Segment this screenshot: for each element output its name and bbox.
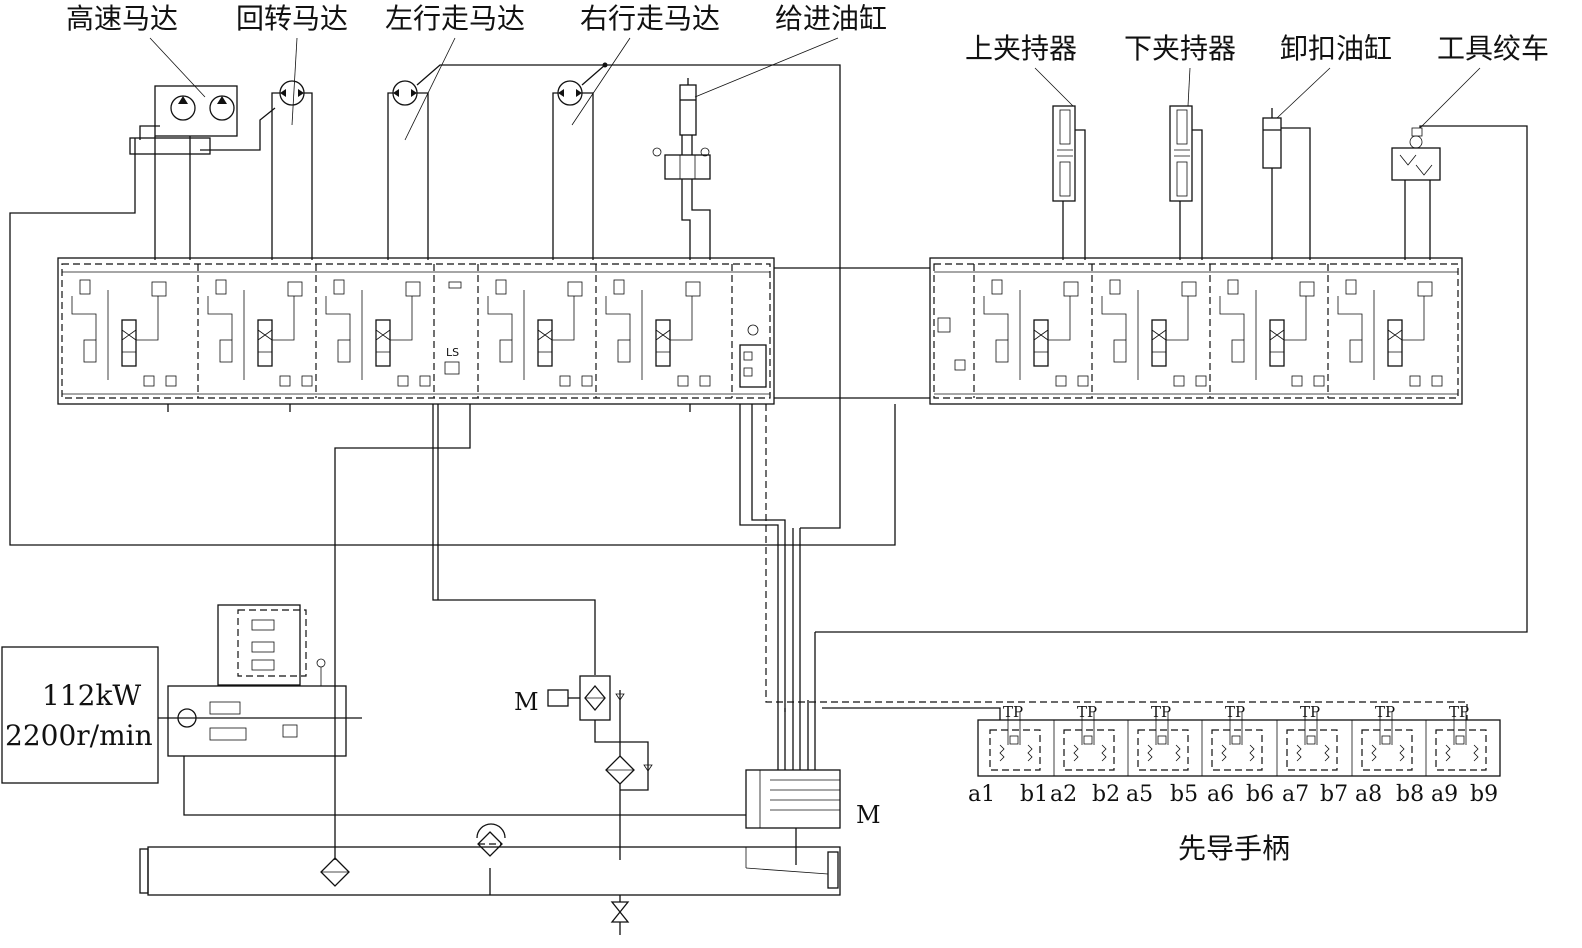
pilot-handle-cell: TP xyxy=(1361,703,1413,771)
engine-speed-label: 2200r/min xyxy=(5,719,153,752)
label-high-speed-motor: 高速马达 xyxy=(66,2,178,35)
pump-assembly xyxy=(158,604,746,816)
rotary-motor-symbol xyxy=(271,80,313,260)
lower-clamp-symbol xyxy=(1169,105,1203,260)
label-tool-winch: 工具绞车 xyxy=(1437,32,1549,65)
label-breakout-cylinder: 卸扣油缸 xyxy=(1280,32,1392,65)
pilot-handle-cell: TP xyxy=(1435,703,1487,771)
oil-tank xyxy=(139,823,841,935)
pilot-handle-cell: TP xyxy=(989,703,1041,771)
pilot-tp-label: TP xyxy=(1151,703,1171,721)
pilot-tp-label: TP xyxy=(1003,703,1023,721)
right-valve-bank xyxy=(929,257,1463,405)
left-valve-section xyxy=(487,279,593,387)
pilot-port-b1: b1 xyxy=(1020,782,1048,807)
pilot-tp-label: TP xyxy=(1077,703,1097,721)
pilot-port-a5: a5 xyxy=(1126,782,1153,807)
right-travel-motor-symbol xyxy=(552,62,608,260)
tool-winch-symbol xyxy=(815,125,1528,633)
pilot-tp-label: TP xyxy=(1375,703,1395,721)
main-piping xyxy=(9,138,1468,860)
left-valve-section xyxy=(207,279,313,387)
engine-power-label: 112kW xyxy=(42,679,141,712)
pilot-port-b5: b5 xyxy=(1170,782,1198,807)
high-speed-motor-symbol xyxy=(129,85,276,260)
pilot-port-b7: b7 xyxy=(1320,782,1348,807)
label-lower-clamp: 下夹持器 xyxy=(1124,32,1236,65)
right-valve-section xyxy=(1219,279,1325,387)
right-valve-section xyxy=(1337,279,1443,387)
upper-clamp-symbol xyxy=(1052,105,1086,260)
pilot-tp-label: TP xyxy=(1225,703,1245,721)
label-rotary-motor: 回转马达 xyxy=(236,2,348,35)
left-valve-bank xyxy=(57,257,775,405)
pilot-port-a6: a6 xyxy=(1207,782,1234,807)
label-left-travel-motor: 左行走马达 xyxy=(385,2,525,35)
pilot-port-a7: a7 xyxy=(1282,782,1309,807)
bank-interconnect xyxy=(774,267,930,399)
cooler-block: M xyxy=(745,769,881,865)
priority-valve: LS xyxy=(444,281,462,375)
electric-motor-filter: M xyxy=(514,675,653,860)
pilot-port-b8: b8 xyxy=(1396,782,1424,807)
left-valve-sections xyxy=(71,279,711,387)
engine-block: 112kW 2200r/min xyxy=(1,646,159,784)
pilot-handle-cells: TP TP TP TP TP TP TP xyxy=(989,703,1487,771)
relief-unit xyxy=(739,324,767,388)
breakout-cylinder-symbol xyxy=(1262,108,1311,260)
pilot-port-a8: a8 xyxy=(1355,782,1382,807)
motor-m-right: M xyxy=(856,801,881,829)
leader-lines xyxy=(149,37,1481,141)
right-valve-section xyxy=(983,279,1089,387)
label-right-travel-motor: 右行走马达 xyxy=(580,2,720,35)
pilot-port-b9: b9 xyxy=(1470,782,1498,807)
left-valve-section xyxy=(71,279,177,387)
pilot-handle-cell: TP xyxy=(1211,703,1263,771)
right-valve-sections xyxy=(983,279,1443,387)
motor-m-left: M xyxy=(514,688,539,716)
feed-cylinder-symbol xyxy=(652,78,711,260)
pilot-port-a1: a1 xyxy=(968,782,995,807)
left-valve-section xyxy=(605,279,711,387)
left-valve-section xyxy=(325,279,431,387)
pilot-port-a2: a2 xyxy=(1050,782,1077,807)
pilot-handle-cell: TP xyxy=(1286,703,1338,771)
pilot-port-b6: b6 xyxy=(1246,782,1274,807)
label-feed-cylinder: 给进油缸 xyxy=(775,2,887,35)
left-travel-motor-symbol xyxy=(387,64,841,529)
pilot-tp-label: TP xyxy=(1300,703,1320,721)
label-upper-clamp: 上夹持器 xyxy=(965,32,1077,65)
pilot-port-a9: a9 xyxy=(1431,782,1458,807)
right-valve-section xyxy=(1101,279,1207,387)
pilot-port-b2: b2 xyxy=(1092,782,1120,807)
pilot-tp-label: TP xyxy=(1449,703,1469,721)
pilot-handle-cell: TP xyxy=(1063,703,1115,771)
pilot-handle-label: 先导手柄 xyxy=(1178,832,1290,865)
svg-text:LS: LS xyxy=(446,346,459,359)
pilot-handles xyxy=(977,719,1501,777)
pilot-handle-cell: TP xyxy=(1137,703,1189,771)
